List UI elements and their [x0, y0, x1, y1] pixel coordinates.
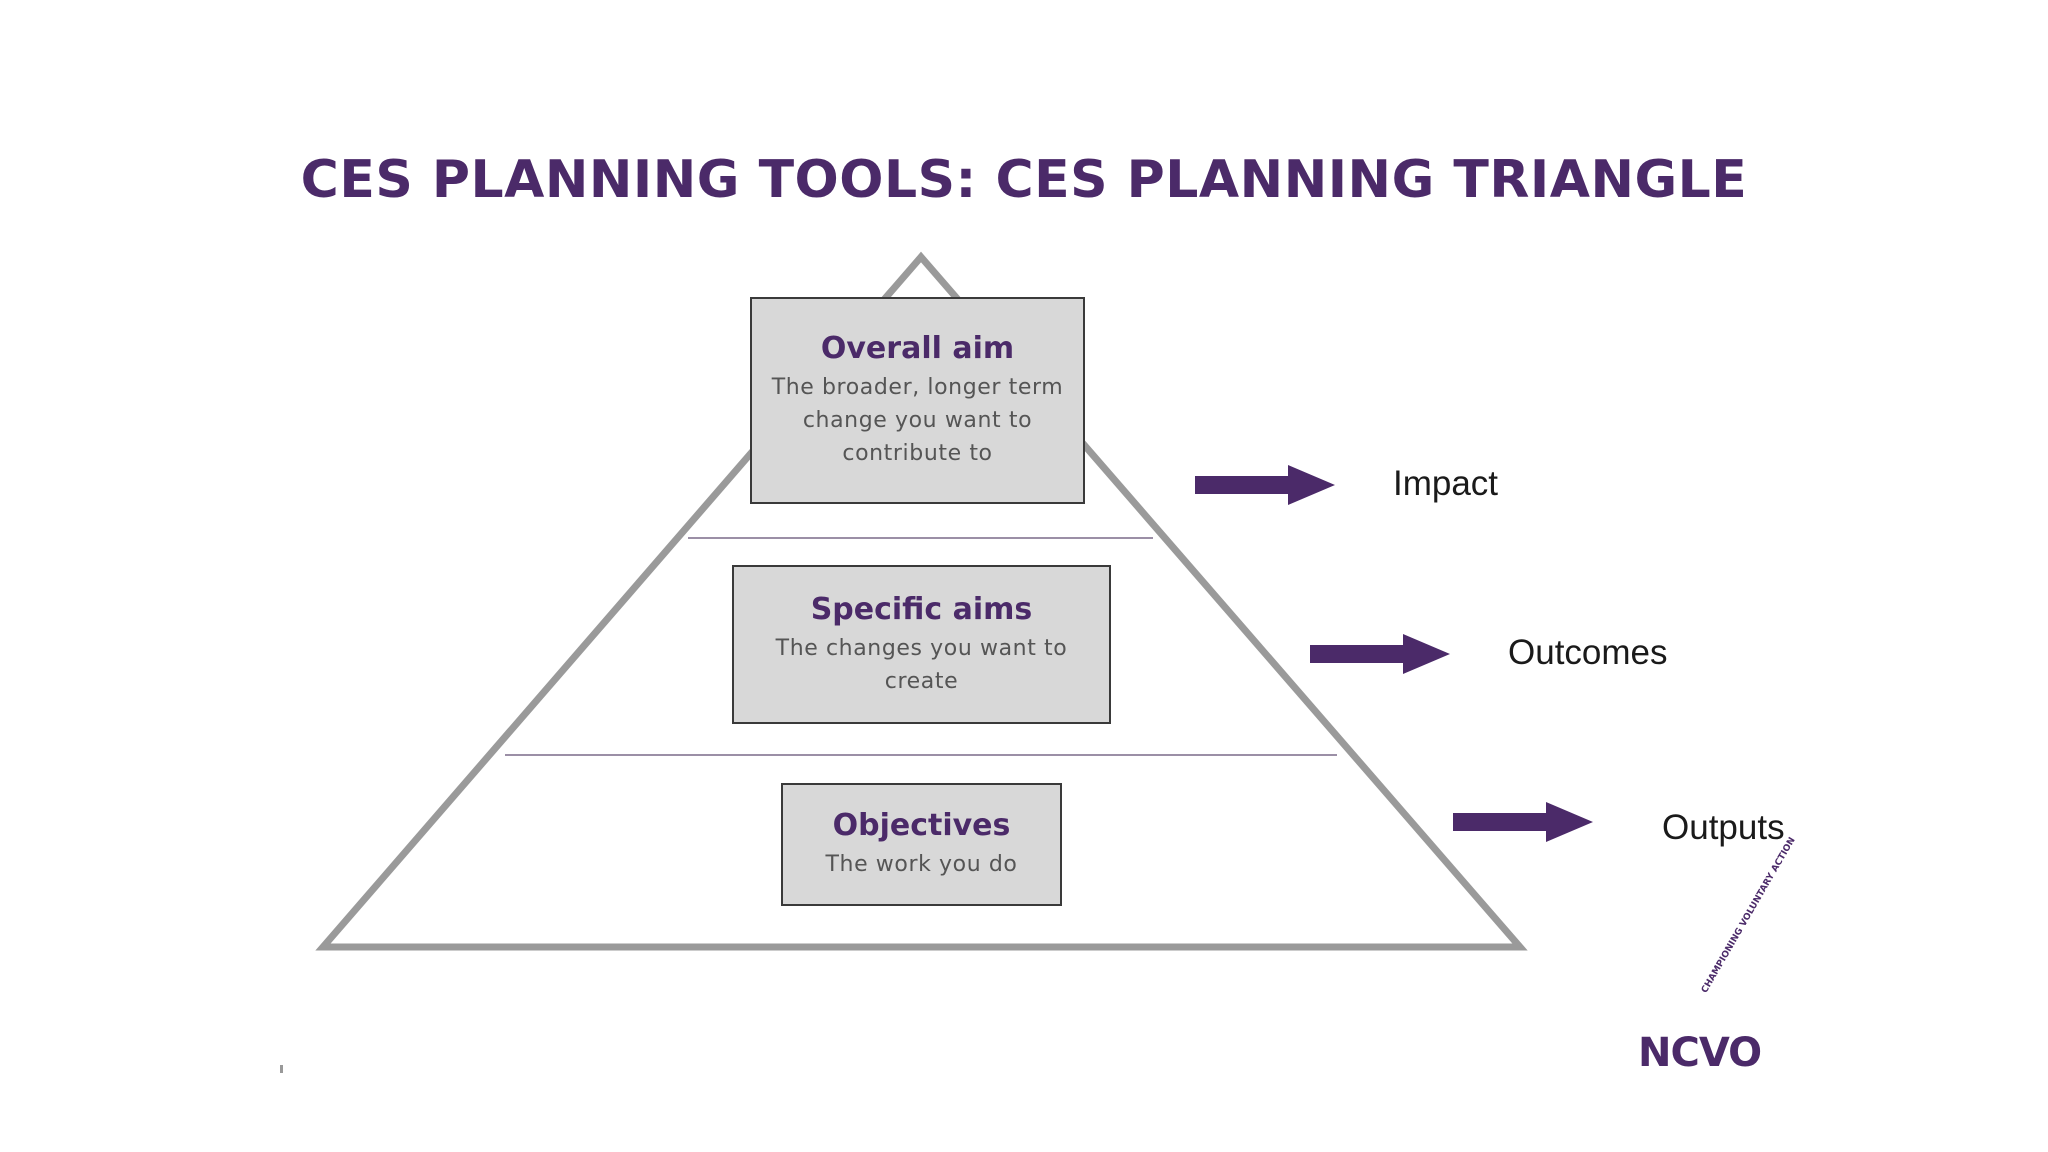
- decorative-mark: [280, 1065, 283, 1073]
- right-arrow-icon: [1453, 802, 1593, 842]
- objectives-description: The work you do: [825, 852, 1018, 877]
- right-arrow-icon: [1310, 634, 1450, 674]
- right-arrow-icon: [1195, 465, 1335, 505]
- slide-title: CES PLANNING TOOLS: CES PLANNING TRIANGL…: [300, 150, 1748, 210]
- ncvo-logo: NCVO CHAMPIONING VOLUNTARY ACTION: [1630, 836, 1798, 1090]
- specific-aims-box: Specific aims The changes you want to cr…: [732, 565, 1111, 724]
- objectives-title: Objectives: [832, 808, 1011, 843]
- impact-label: Impact: [1393, 464, 1499, 503]
- pyramid-triangle: [315, 251, 1528, 951]
- specific-aims-description: The changes you want to create: [775, 635, 1068, 694]
- overall-aim-description: The broader, longer term change you want…: [771, 375, 1064, 466]
- ncvo-logo-text: NCVO: [1638, 1030, 1762, 1076]
- objectives-box: Objectives The work you do: [781, 783, 1062, 906]
- outputs-label: Outputs: [1662, 808, 1785, 847]
- overall-aim-title: Overall aim: [820, 331, 1015, 366]
- specific-aims-title: Specific aims: [810, 591, 1033, 627]
- overall-aim-box: Overall aim The broader, longer term cha…: [750, 297, 1085, 504]
- outcomes-label: Outcomes: [1508, 633, 1668, 672]
